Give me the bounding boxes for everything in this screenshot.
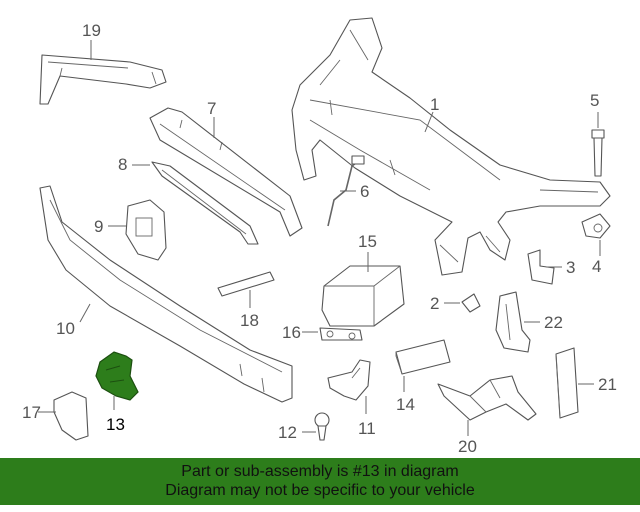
- part-20-lower-bracket: [437, 375, 537, 421]
- callout-7: 7: [207, 99, 216, 118]
- part-9-mount: [125, 199, 167, 261]
- callout-1: 1: [430, 95, 439, 114]
- part-11-hook-bracket: [327, 359, 371, 401]
- leader-1: [424, 111, 434, 133]
- part-22-bracket: [495, 291, 531, 353]
- part-4-bracket: [581, 213, 611, 239]
- callout-16: 16: [282, 323, 301, 342]
- leader-10: [79, 303, 91, 323]
- part-21-panel: [555, 347, 579, 419]
- part-18-strip: [217, 271, 275, 297]
- callout-19: 19: [82, 21, 101, 40]
- callout-13: 13: [106, 415, 125, 434]
- part-15-module: [321, 265, 405, 327]
- parts-diagram: 19 1 5 4 6 7 8 9: [22, 17, 617, 456]
- part-17-bracket: [53, 391, 89, 441]
- callout-8: 8: [118, 155, 127, 174]
- part-16-clip: [319, 327, 363, 341]
- part-10-bumper-beam: [39, 185, 293, 403]
- callout-10: 10: [56, 319, 75, 338]
- part-13-highlighted-bracket: [95, 351, 139, 401]
- callout-20: 20: [458, 437, 477, 456]
- callout-11: 11: [358, 419, 376, 438]
- part-14-foam-block: [395, 339, 451, 375]
- callout-15: 15: [358, 232, 377, 251]
- part-3-bracket: [527, 249, 555, 285]
- callout-21: 21: [598, 375, 617, 394]
- callout-12: 12: [278, 423, 297, 442]
- callout-6: 6: [360, 182, 369, 201]
- callout-22: 22: [544, 313, 563, 332]
- part-12-screw: [314, 412, 330, 441]
- callout-17: 17: [22, 403, 41, 422]
- banner-line-1: Part or sub-assembly is #13 in diagram: [181, 463, 459, 480]
- callout-14: 14: [396, 395, 415, 414]
- part-5-bolt: [591, 129, 605, 177]
- part-2-clip: [461, 293, 481, 313]
- part-7-reinforcement: [149, 107, 303, 237]
- info-banner: Part or sub-assembly is #13 in diagram D…: [0, 458, 640, 505]
- part-8-reinforcement: [151, 161, 259, 245]
- banner-line-2: Diagram may not be specific to your vehi…: [165, 482, 475, 499]
- part-19-bracket: [39, 54, 167, 105]
- callout-2: 2: [430, 294, 439, 313]
- callout-18: 18: [240, 311, 259, 330]
- callout-9: 9: [94, 217, 103, 236]
- callout-5: 5: [590, 91, 599, 110]
- part-1-radiator-support: [291, 17, 611, 276]
- callout-3: 3: [566, 258, 575, 277]
- callout-4: 4: [592, 257, 601, 276]
- part-6-cable: [327, 155, 365, 227]
